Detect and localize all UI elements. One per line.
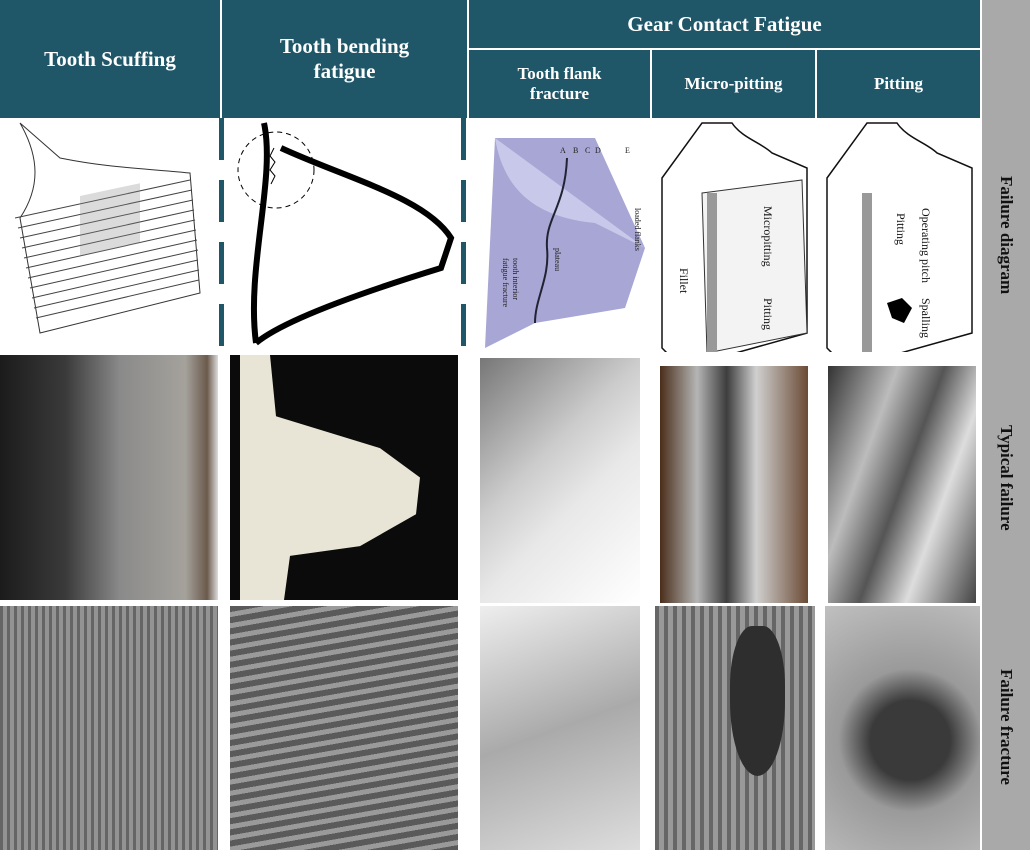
label-d: D [595, 146, 601, 155]
flank-labels: A B C D E loaded flanks plateau tooth in… [501, 146, 642, 308]
label-e: E [625, 146, 630, 155]
header-label: Tooth flank fracture [517, 64, 602, 103]
row-label-failure-diagram: Failure diagram [982, 118, 1030, 353]
header-gear-contact: Gear Contact Fatigue [469, 0, 980, 48]
flank-fracture-sem [480, 606, 640, 850]
scuffing-photo [0, 355, 218, 600]
label-b: B [573, 146, 578, 155]
flank-fracture-diagram: A B C D E loaded flanks plateau tooth in… [485, 138, 645, 348]
pitting-sem [825, 606, 980, 850]
flank-fracture-photo [480, 358, 640, 603]
label-c: C [585, 146, 590, 155]
label-loaded-flanks: loaded flanks [633, 208, 642, 251]
header-tooth-scuffing: Tooth Scuffing [0, 0, 220, 118]
header-label: Pitting [873, 74, 924, 93]
header-pitting: Pitting [817, 50, 980, 118]
pitting-photo [828, 366, 976, 603]
column-divider [461, 118, 466, 358]
header-tooth-bending: Tooth bending fatigue [222, 0, 467, 118]
scuffing-diagram [14, 122, 201, 334]
bending-fracture-sem [230, 606, 458, 850]
row-label-failure-fracture: Failure fracture [982, 603, 1030, 850]
row-label: Failure fracture [997, 668, 1016, 785]
label-fillet: Fillet [677, 268, 691, 294]
header-label: Gear Contact Fatigue [627, 11, 822, 36]
header-flank-fracture: Tooth flank fracture [469, 50, 650, 118]
label-micropitting: Micropitting [761, 206, 775, 267]
pitting-diagram: Operating pitch Pitting Spalling [826, 122, 973, 352]
header-label: Tooth bending fatigue [279, 34, 410, 83]
header-label: Micro-pitting [684, 74, 783, 93]
label-pitting: Pitting [761, 298, 775, 330]
header-micro-pitting: Micro-pitting [652, 50, 815, 118]
row-label-typical-failure: Typical failure [982, 353, 1030, 603]
bending-photo [230, 355, 458, 600]
label-fatigue-fracture: fatigue fracture [501, 258, 510, 308]
label-plateau: plateau [553, 248, 562, 271]
label-pitting: Pitting [894, 213, 908, 245]
column-divider [219, 118, 224, 358]
micropitting-sem [655, 606, 815, 850]
header-label: Tooth Scuffing [44, 46, 176, 71]
row-label: Typical failure [997, 425, 1016, 531]
label-a: A [560, 146, 566, 155]
label-operating-pitch: Operating pitch [919, 208, 933, 283]
micropitting-diagram: Fillet Micropitting Pitting [661, 122, 808, 352]
row-label: Failure diagram [997, 176, 1016, 295]
row-label-bar [982, 0, 1030, 850]
micropitting-photo [660, 366, 808, 603]
label-tooth-interior: tooth interior [511, 258, 520, 300]
scuffing-fracture-sem [0, 606, 218, 850]
bending-diagram [237, 122, 455, 346]
label-spalling: Spalling [919, 298, 933, 338]
